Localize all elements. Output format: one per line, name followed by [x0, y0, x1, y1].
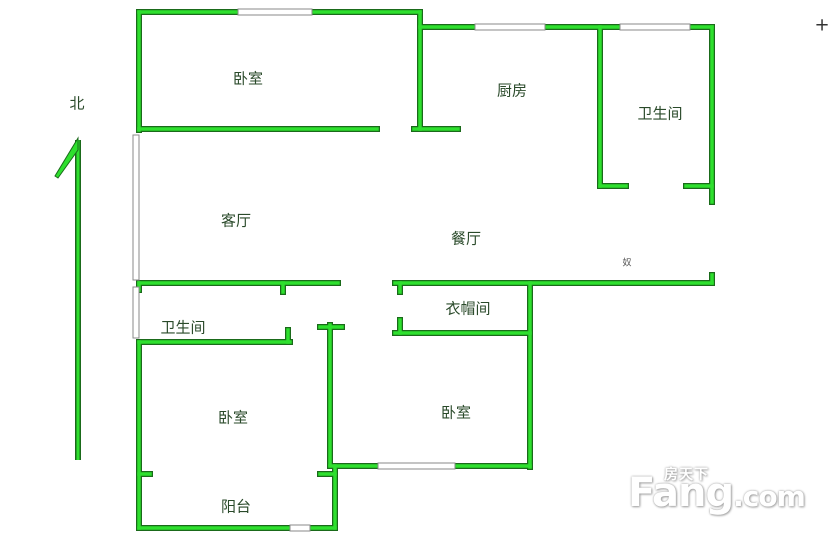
room-label-living-room: 客厅 — [220, 211, 252, 230]
room-label-bathroom-right: 卫生间 — [637, 104, 683, 123]
window — [289, 524, 311, 532]
room-label-bathroom-left: 卫生间 — [160, 318, 206, 337]
room-label-bedroom-bottom-left: 卧室 — [217, 408, 249, 427]
window — [377, 462, 456, 470]
room-label-balcony: 阳台 — [220, 497, 252, 516]
window — [132, 134, 140, 281]
north-label: 北 — [69, 94, 85, 113]
room-label-bedroom-bottom-middle: 卧室 — [440, 403, 472, 422]
misc-mark: 奴 — [622, 258, 632, 269]
room-label-kitchen: 厨房 — [496, 81, 528, 100]
window — [474, 23, 546, 31]
room-label-dining-room: 餐厅 — [450, 229, 482, 248]
window — [132, 286, 140, 339]
room-label-bedroom-top: 卧室 — [232, 69, 264, 88]
corner-mark: + — [814, 14, 828, 36]
north-arrow — [54, 136, 81, 460]
room-label-walk-in-closet: 衣帽间 — [445, 299, 491, 318]
window — [619, 23, 691, 31]
window — [237, 8, 313, 16]
